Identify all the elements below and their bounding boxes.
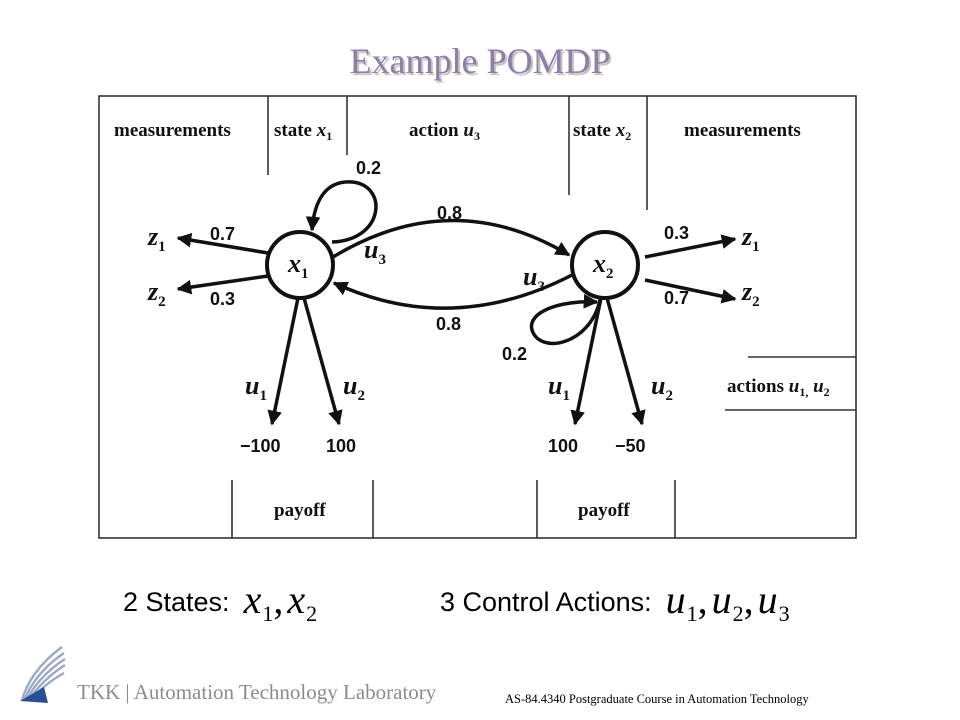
prob-loop-x1: 0.2	[356, 158, 381, 178]
self-loop-x2	[529, 293, 602, 346]
slide-title: Example POMDP	[349, 41, 611, 81]
header-left-measurements: measurements	[114, 120, 231, 141]
states-formula: x1,x2	[243, 576, 318, 626]
footer-lab-name: TKK | Automation Technology Laboratory	[77, 680, 437, 704]
payoff-x1-u2: 100	[326, 436, 356, 456]
label-x2-z1: z1	[741, 222, 760, 255]
payoff-arrow-x1-u2	[302, 297, 343, 426]
payoff-arrow-x2-u1	[570, 297, 603, 426]
prob-x1-z2: 0.3	[210, 289, 235, 309]
measurement-arrow-x1-z1	[176, 232, 269, 255]
state-label-x2: x2	[592, 249, 614, 282]
header-right-measurements: measurements	[684, 120, 801, 141]
label-x1-u2: u2	[343, 371, 365, 404]
states-caption: 2 States: x1,x2	[123, 576, 318, 626]
header-state1: state x1	[274, 120, 332, 143]
prob-x2-to-x1: 0.8	[436, 314, 461, 334]
prob-x1-z1: 0.7	[210, 224, 235, 244]
prob-x2-z1: 0.3	[664, 223, 689, 243]
header-actions-box: actions u1, u2	[727, 376, 830, 399]
label-u3-x1: u3	[364, 235, 386, 268]
payoff-x1-u1: −100	[240, 436, 281, 456]
header-state2: state x2	[573, 120, 631, 143]
payoff-arrow-x2-u2	[605, 297, 646, 426]
payoff-x2-u2: −50	[615, 436, 646, 456]
actions-formula: u1,u2,u3	[665, 576, 790, 626]
actions-caption: 3 Control Actions: u1,u2,u3	[440, 576, 790, 626]
label-x1-z2: z2	[147, 277, 166, 310]
diagram-frame	[98, 95, 857, 539]
payoff-right-label: payoff	[578, 500, 630, 521]
measurement-arrow-x2-z1	[644, 234, 737, 259]
label-x2-z2: z2	[741, 277, 760, 310]
prob-x1-to-x2: 0.8	[437, 203, 462, 223]
state-label-x1: x1	[287, 249, 309, 282]
actions-caption-label: 3 Control Actions:	[440, 586, 652, 617]
payoff-left-label: payoff	[274, 500, 326, 521]
label-u3-x2: u3	[523, 262, 545, 295]
prob-loop-x2: 0.2	[502, 344, 527, 364]
transition-x2-to-x1	[332, 273, 573, 310]
label-x1-u1: u1	[245, 371, 267, 404]
label-x2-u2: u2	[651, 371, 673, 404]
self-loop-x1	[305, 180, 378, 244]
measurement-arrow-x2-z2	[644, 278, 737, 304]
footer-course-name: AS-84.4340 Postgraduate Course in Automa…	[505, 692, 809, 706]
payoff-arrow-x1-u1	[267, 297, 300, 426]
label-x2-u1: u1	[548, 371, 570, 404]
payoff-x2-u1: 100	[548, 436, 578, 456]
header-action: action u3	[409, 120, 480, 143]
states-caption-label: 2 States:	[123, 586, 230, 617]
state-node-x1	[265, 230, 335, 300]
state-node-x2	[570, 230, 640, 300]
prob-x2-z2: 0.7	[664, 288, 689, 308]
diagram-border	[98, 95, 857, 539]
tkk-logo	[20, 646, 66, 703]
label-x1-z1: z1	[147, 222, 166, 255]
measurement-arrow-x1-z2	[176, 274, 269, 295]
transition-x1-to-x2	[332, 218, 571, 259]
